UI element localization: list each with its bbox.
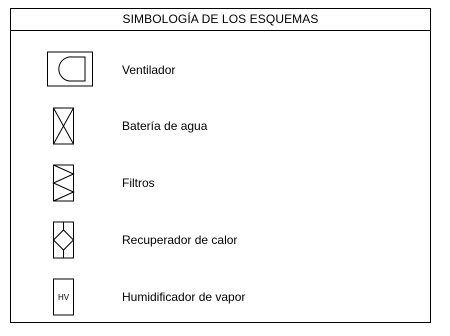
heat-recovery-icon: [47, 217, 107, 263]
legend-item-steam-humidifier: HV Humidificador de vapor: [11, 274, 430, 320]
legend-title: SIMBOLOGÍA DE LOS ESQUEMAS: [11, 9, 430, 31]
legend-label-heat-recovery: Recuperador de calor: [122, 233, 238, 247]
humidifier-icon-text: HV: [58, 293, 70, 302]
legend-item-filters: Filtros: [11, 160, 430, 206]
legend-item-heat-recovery: Recuperador de calor: [11, 217, 430, 263]
steam-humidifier-icon: HV: [47, 274, 107, 320]
legend-label-filters: Filtros: [122, 176, 155, 190]
legend-frame: SIMBOLOGÍA DE LOS ESQUEMAS Ventilador Ba…: [10, 8, 431, 323]
water-coil-icon: [47, 103, 107, 149]
legend-item-water-coil: Batería de agua: [11, 103, 430, 149]
legend-label-fan: Ventilador: [122, 63, 176, 77]
fan-icon: [47, 47, 107, 93]
legend-label-steam-humidifier: Humidificador de vapor: [122, 290, 246, 304]
legend-item-fan: Ventilador: [11, 47, 430, 93]
legend-label-water-coil: Batería de agua: [122, 119, 208, 133]
filter-icon: [47, 160, 107, 206]
